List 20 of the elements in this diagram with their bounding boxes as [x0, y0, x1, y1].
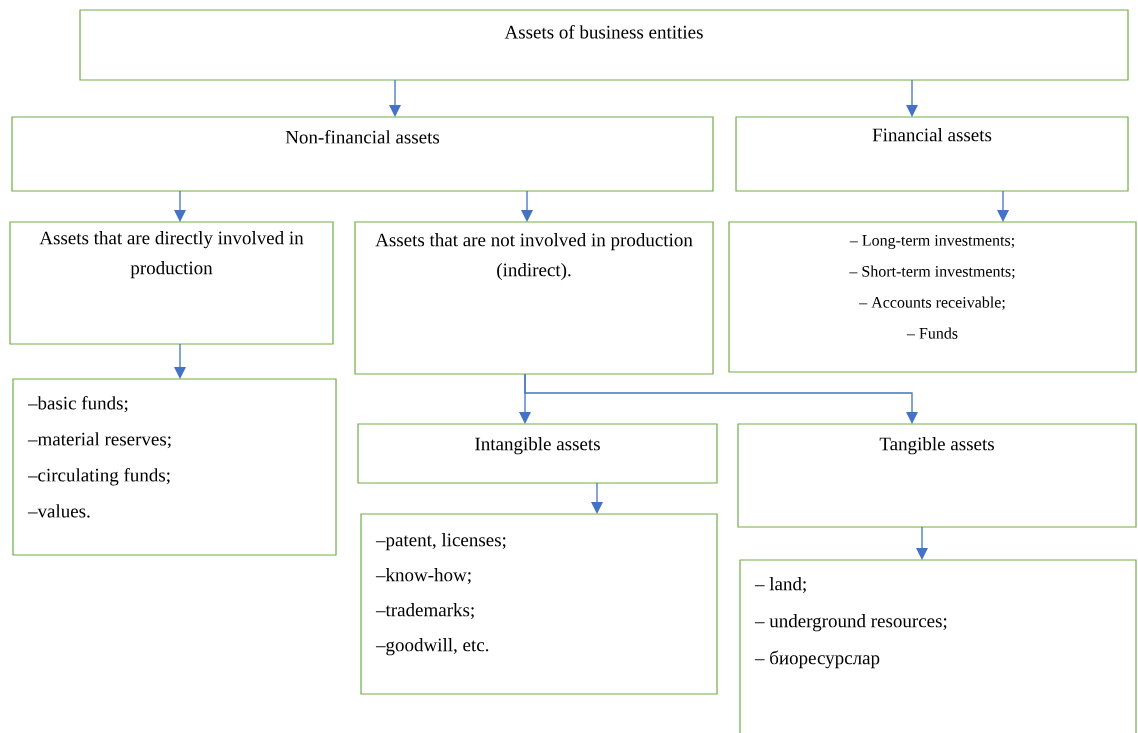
heading-box: Assets of business entities — [79, 9, 1129, 81]
arrow — [906, 79, 918, 117]
arrow — [521, 190, 533, 222]
arrow — [174, 343, 186, 379]
list-box: –basic funds; –material reserves; –circulating funds; –values. — [12, 378, 337, 556]
category-box: Assets that are directly involved in production — [9, 221, 334, 345]
category-box: Intangible assets — [357, 423, 718, 484]
arrow — [389, 79, 401, 117]
list-box: –patent, licenses; –know-how; –trademarks; –goodwill, etc. — [360, 513, 718, 695]
list-box: – land; – underground resources; – биоресурслар — [739, 559, 1137, 733]
category-box: Tangible assets — [737, 423, 1137, 528]
category-box: Non-financial assets — [11, 116, 714, 192]
category-box: Assets that are not involved in production (indirect). — [354, 221, 714, 375]
list-box: – Long-term investments; – Short-term investments; – Accounts receivable; – Funds — [728, 221, 1137, 373]
arrow — [591, 482, 603, 514]
category-box: Financial assets — [735, 116, 1129, 192]
arrow — [916, 526, 928, 560]
arrow — [524, 373, 918, 424]
arrow — [997, 190, 1009, 222]
arrow — [174, 190, 186, 222]
